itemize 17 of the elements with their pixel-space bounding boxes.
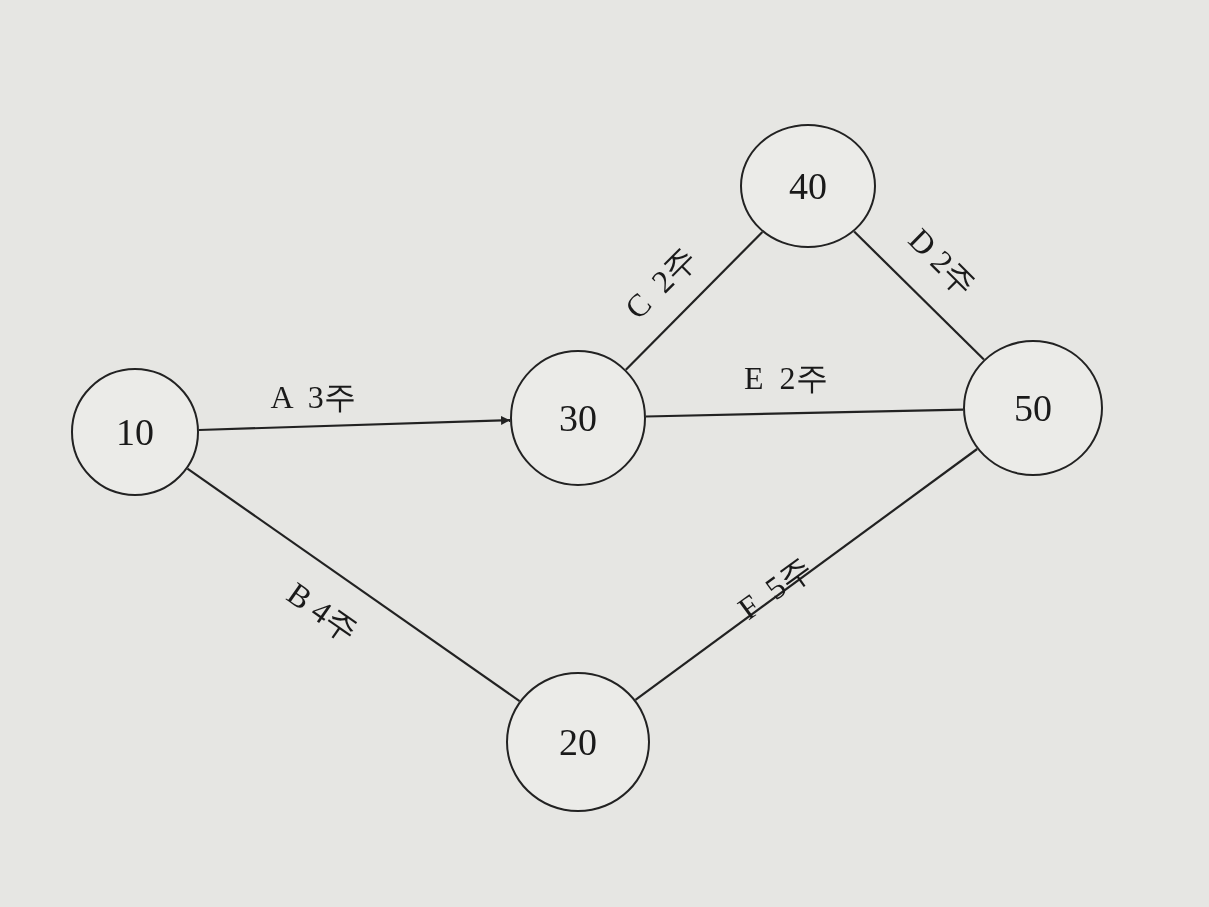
connector-line	[853, 230, 985, 361]
edge-label: D 2주	[902, 222, 982, 302]
connector-line	[634, 448, 978, 701]
connector-line	[186, 467, 521, 702]
edge-label: F 5주	[732, 551, 818, 625]
edge-label: B 4주	[281, 576, 364, 648]
event-circle: 10	[71, 368, 199, 496]
event-circle: 20	[506, 672, 650, 812]
edge-label: C 2주	[618, 241, 702, 325]
edge-label: A 3주	[270, 381, 356, 413]
connector-line	[645, 408, 964, 418]
edge-label: E 2주	[744, 362, 828, 394]
event-circle: 30	[510, 350, 646, 486]
connector-line	[625, 231, 764, 371]
event-circle: 50	[963, 340, 1103, 476]
arrow	[198, 415, 511, 432]
event-circle: 40	[740, 124, 876, 248]
